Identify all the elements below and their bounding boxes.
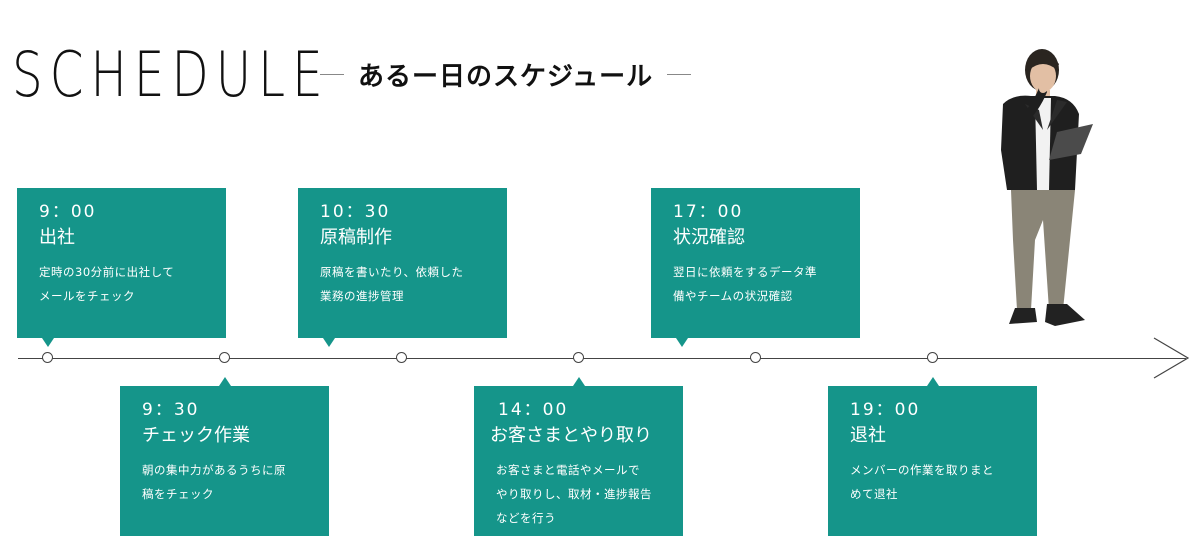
timeline-node bbox=[927, 352, 938, 363]
event-title: 出社 bbox=[39, 227, 75, 248]
event-title: 状況確認 bbox=[673, 227, 745, 248]
timeline-node bbox=[42, 352, 53, 363]
event-title: チェック作業 bbox=[142, 425, 250, 446]
subtitle: あるー日のスケジュール bbox=[320, 56, 692, 92]
subtitle-text: あるー日のスケジュール bbox=[358, 61, 654, 92]
subtitle-dash-left bbox=[320, 73, 344, 75]
event-desc: お客さまと電話やメールで やり取りし、取材・進捗報告 などを行う bbox=[496, 463, 652, 525]
timeline-arrow-icon bbox=[1153, 337, 1190, 379]
event-time: 10：30 bbox=[320, 202, 391, 222]
timeline-line bbox=[18, 358, 1186, 359]
event-card-1030: 10：30 原稿制作 原稿を書いたり、依頼した 業務の進捗管理 bbox=[298, 188, 507, 347]
event-time: 17：00 bbox=[673, 202, 744, 222]
event-desc: 翌日に依頼をするデータ準 備やチームの状況確認 bbox=[673, 265, 817, 303]
timeline-node bbox=[573, 352, 584, 363]
event-desc: 定時の30分前に出社して メールをチェック bbox=[39, 265, 175, 303]
subtitle-dash-right bbox=[667, 73, 692, 75]
event-time: 9：30 bbox=[142, 400, 200, 420]
person-illustration bbox=[1001, 49, 1093, 326]
event-card-0930: 9：30 チェック作業 朝の集中力があるうちに原 稿をチェック bbox=[120, 377, 329, 536]
event-desc: 原稿を書いたり、依頼した 業務の進捗管理 bbox=[320, 265, 464, 303]
event-time: 19：00 bbox=[850, 400, 921, 420]
timeline-node bbox=[750, 352, 761, 363]
event-title: 原稿制作 bbox=[320, 227, 392, 248]
event-card-1700: 17：00 状況確認 翌日に依頼をするデータ準 備やチームの状況確認 bbox=[651, 188, 860, 347]
event-card-1400: 14：00 お客さまとやり取り お客さまと電話やメールで やり取りし、取材・進捗… bbox=[474, 377, 683, 536]
event-title: お客さまとやり取り bbox=[490, 425, 652, 446]
event-time: 9：00 bbox=[39, 202, 97, 222]
event-time: 14：00 bbox=[498, 400, 569, 420]
event-card-1900: 19：00 退社 メンバーの作業を取りまと めて退社 bbox=[828, 377, 1037, 536]
timeline-node bbox=[396, 352, 407, 363]
event-desc: 朝の集中力があるうちに原 稿をチェック bbox=[142, 463, 286, 501]
event-desc: メンバーの作業を取りまと めて退社 bbox=[850, 463, 994, 501]
event-title: 退社 bbox=[850, 425, 886, 446]
timeline-node bbox=[219, 352, 230, 363]
page-title: SCHEDULE bbox=[12, 38, 330, 111]
event-card-0900: 9：00 出社 定時の30分前に出社して メールをチェック bbox=[17, 188, 226, 347]
